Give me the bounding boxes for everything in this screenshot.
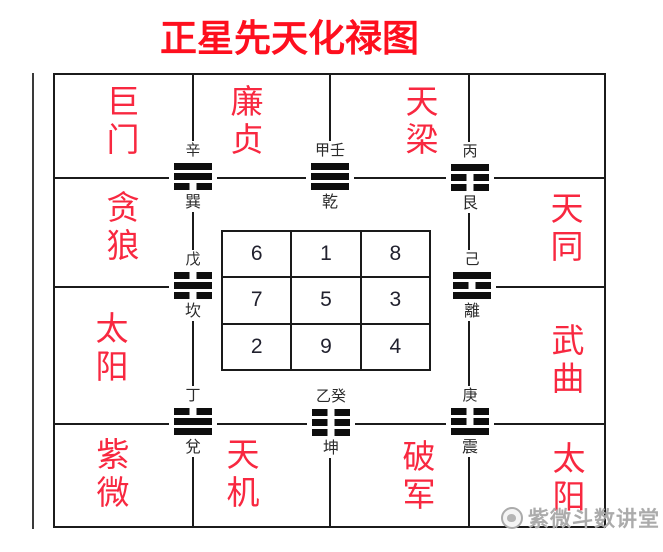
trigram-name: 兌 <box>184 439 201 456</box>
star-lianzhen: 廉贞 <box>226 84 263 160</box>
trigram-name: 乾 <box>321 194 338 211</box>
trigram-name: 巽 <box>184 194 201 211</box>
watermark-text: 紫微斗数讲堂 <box>528 508 660 531</box>
magic-square-cell: 5 <box>292 278 360 323</box>
trigram-name: 離 <box>463 303 480 320</box>
magic-square-cell: 1 <box>292 232 360 277</box>
trigram-kan: 戊 坎 <box>169 250 217 321</box>
gen-trigram-icon <box>451 164 489 191</box>
stem-label: 己 <box>464 251 480 268</box>
watermark: 紫微斗数讲堂 <box>501 503 660 533</box>
grid-vline-2-top <box>329 73 331 179</box>
trigram-name: 坤 <box>322 440 339 457</box>
star-taiyang-left: 太阳 <box>91 311 128 387</box>
trigram-name: 艮 <box>461 195 478 212</box>
magic-square: 6 1 8 7 5 3 2 9 4 <box>221 230 431 371</box>
dui-trigram-icon <box>174 408 212 435</box>
trigram-li: 己 離 <box>448 250 496 321</box>
magic-square-cell: 7 <box>223 278 291 323</box>
star-taiyang-right: 太阳 <box>548 441 585 517</box>
stem-label: 丙 <box>462 143 478 160</box>
li-trigram-icon <box>453 272 491 299</box>
outer-left-line <box>32 73 34 529</box>
stem-label: 戊 <box>185 251 201 268</box>
stem-label: 甲壬 <box>314 142 345 159</box>
trigram-name: 坎 <box>184 303 201 320</box>
star-pojun: 破军 <box>398 439 435 515</box>
grid-hline-2-right <box>468 286 606 288</box>
magic-square-cell: 3 <box>361 278 429 323</box>
kan-trigram-icon <box>174 272 212 299</box>
star-tianji: 天机 <box>222 437 259 513</box>
stem-label: 丁 <box>185 387 201 404</box>
page-title: 正星先天化禄图 <box>160 18 419 59</box>
stem-label: 庚 <box>462 387 478 404</box>
star-tiantong: 天同 <box>546 191 583 267</box>
trigram-kun: 乙癸 坤 <box>307 387 355 458</box>
star-wuqu: 武曲 <box>547 323 584 399</box>
grid-vline-2-bottom <box>329 423 331 528</box>
magic-square-cell: 2 <box>223 324 291 369</box>
stem-label: 乙癸 <box>315 388 346 405</box>
star-tanlang: 贪狼 <box>102 190 139 266</box>
xun-trigram-icon <box>174 163 212 190</box>
trigram-zhen: 庚 震 <box>446 386 494 457</box>
watermark-logo-icon <box>501 507 523 529</box>
trigram-dui: 丁 兌 <box>169 386 217 457</box>
magic-square-cell: 4 <box>361 324 429 369</box>
grid-hline-2-left <box>53 286 194 288</box>
trigram-xun: 辛 巽 <box>169 141 217 212</box>
star-jumen: 巨门 <box>102 84 139 160</box>
trigram-gen: 丙 艮 <box>446 142 494 213</box>
qian-trigram-icon <box>311 163 349 190</box>
trigram-qian: 甲壬 乾 <box>306 141 354 212</box>
kun-trigram-icon <box>312 409 350 436</box>
star-ziwei: 紫微 <box>92 437 129 513</box>
magic-square-cell: 9 <box>292 324 360 369</box>
zhen-trigram-icon <box>451 408 489 435</box>
trigram-name: 震 <box>461 439 478 456</box>
magic-square-cell: 6 <box>223 232 291 277</box>
magic-square-cell: 8 <box>361 232 429 277</box>
star-tianliang: 天梁 <box>401 84 438 160</box>
stem-label: 辛 <box>185 142 201 159</box>
